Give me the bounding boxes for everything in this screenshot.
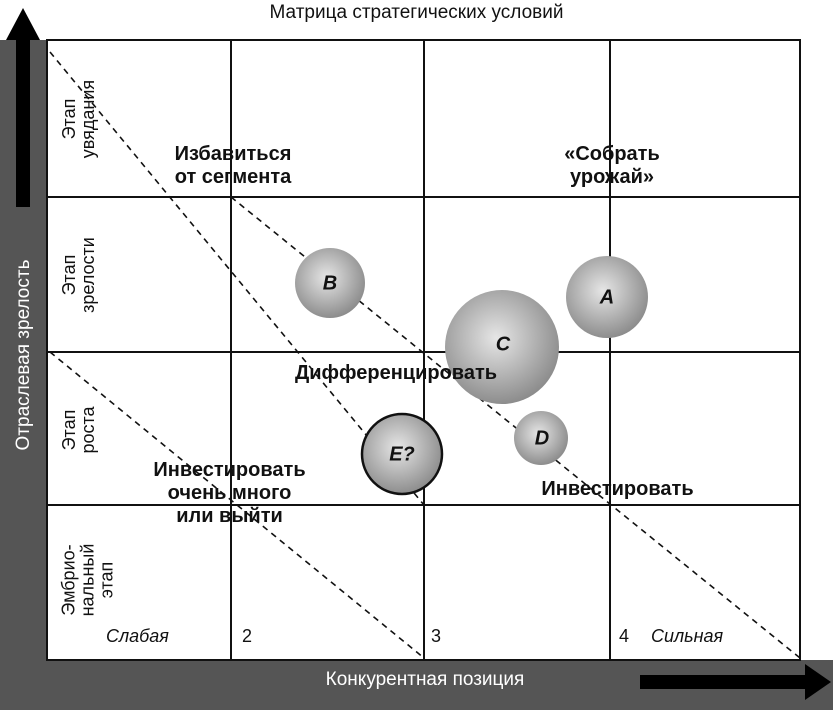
strategy-boundary-line bbox=[49, 51, 425, 506]
bubble-e bbox=[360, 412, 444, 496]
column-label-3: 3 bbox=[431, 626, 442, 646]
row-label-maturity: Этап зрелости bbox=[59, 237, 98, 313]
column-label-4: 4 bbox=[619, 626, 630, 646]
strategy-divest: Избавиться от сегмента bbox=[174, 143, 292, 188]
strategy-invest: Инвестировать bbox=[541, 478, 694, 500]
column-label-strong: Сильная bbox=[651, 626, 724, 646]
strategy-harvest: «Собрать урожай» bbox=[564, 143, 660, 188]
column-label-2: 2 bbox=[242, 626, 253, 646]
bubble-label-a: A bbox=[599, 286, 615, 309]
diagram-title: Матрица стратегических условий bbox=[269, 2, 564, 23]
bubble-label-c: C bbox=[495, 333, 511, 356]
x-axis-label: Конкурентная позиция bbox=[325, 669, 525, 690]
strategy-invest-heavily-or-exit: Инвестировать очень много или выйти bbox=[153, 459, 306, 527]
row-label-decline: Этап увядания bbox=[59, 79, 98, 159]
strategy-differentiate: Дифференцировать bbox=[294, 362, 498, 384]
bubble-label-e: E? bbox=[389, 443, 415, 466]
y-axis-label: Отраслевая зрелость bbox=[13, 259, 34, 451]
bubble-a bbox=[566, 256, 648, 338]
y-axis-arrow bbox=[6, 8, 40, 207]
bubble-label-b: B bbox=[322, 272, 338, 295]
strategy-boundary-line bbox=[49, 351, 425, 659]
column-label-weak: Слабая bbox=[106, 626, 169, 646]
bubble-d bbox=[514, 411, 568, 465]
bubble-label-d: D bbox=[534, 427, 550, 450]
row-label-growth: Этап роста bbox=[59, 406, 98, 454]
bubble-b bbox=[295, 248, 365, 318]
x-axis-arrow bbox=[640, 664, 831, 700]
bubble-c bbox=[445, 290, 559, 404]
